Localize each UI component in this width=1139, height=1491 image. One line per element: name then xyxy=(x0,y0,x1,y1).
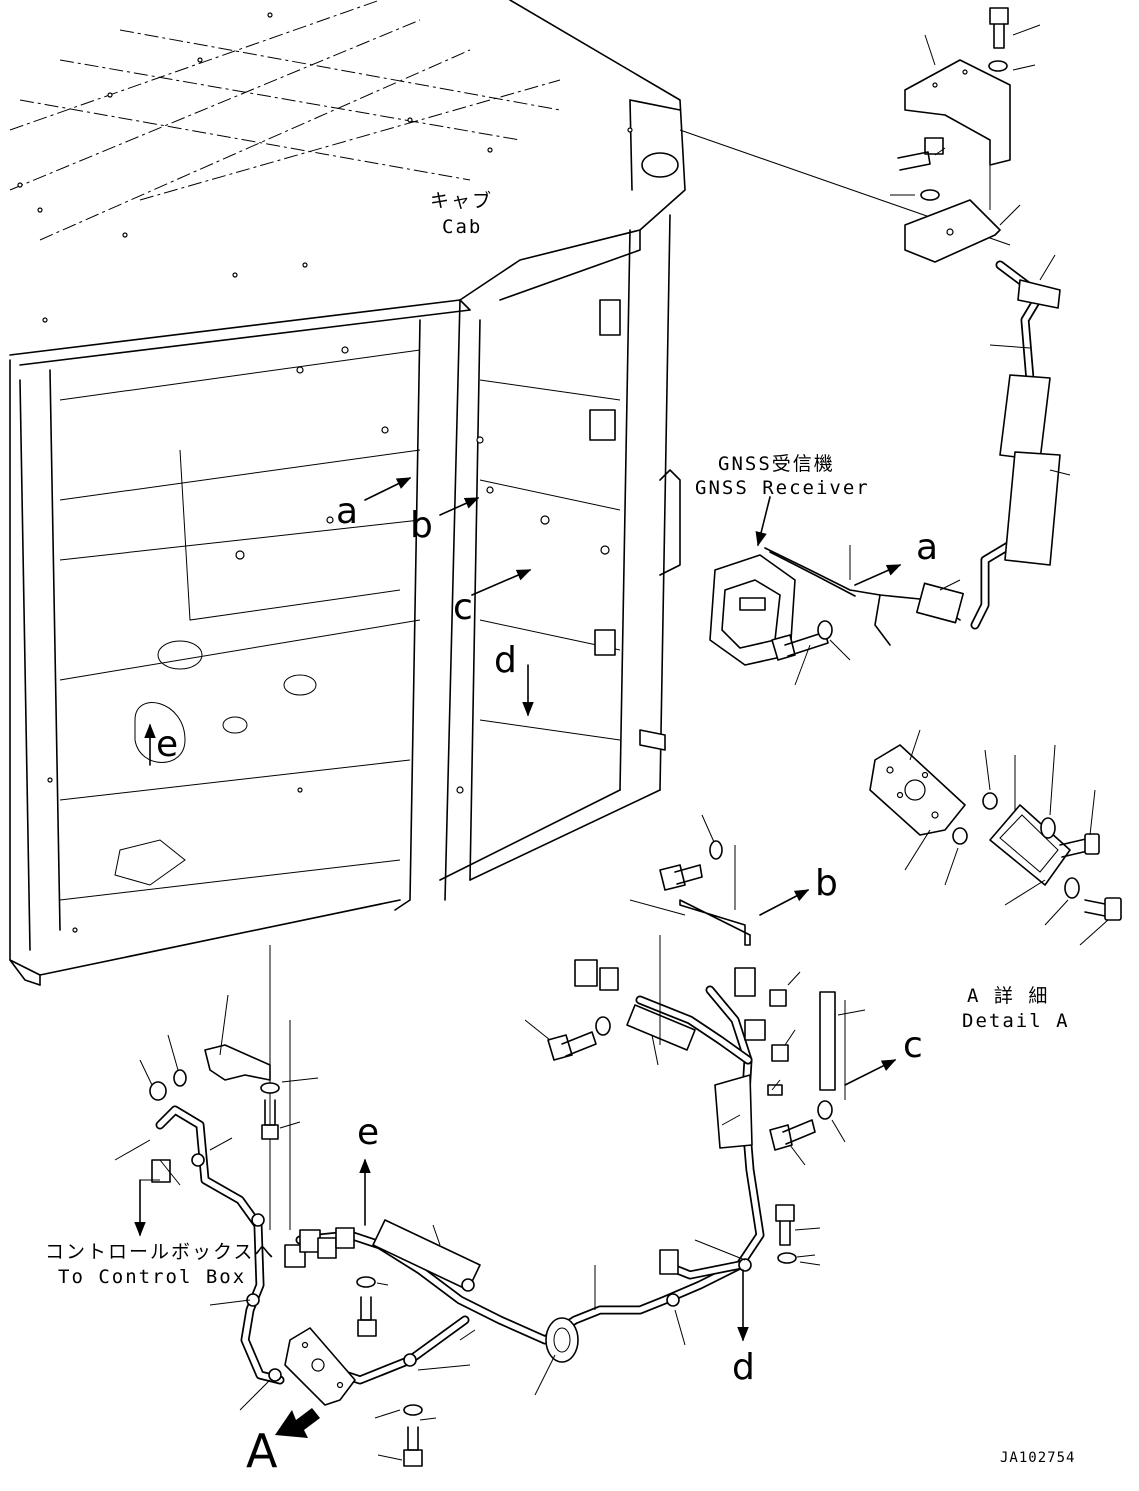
detail-a-label-jp: A 詳 細 xyxy=(967,985,1050,1007)
cab-label-en: Cab xyxy=(442,216,483,238)
ref-a-cab: a xyxy=(336,491,359,532)
ref-c-harness: c xyxy=(903,1025,923,1066)
ref-b-cab: b xyxy=(410,505,433,546)
detail-a-label-en: Detail A xyxy=(962,1010,1070,1032)
drawing-number: JA102754 xyxy=(1000,1450,1076,1466)
gnss-mount xyxy=(679,7,1071,686)
view-label-a: A xyxy=(246,1424,278,1478)
ref-d-harness: d xyxy=(732,1347,755,1388)
ref-a-gnss: a xyxy=(916,527,939,568)
control-box-label-en: To Control Box xyxy=(58,1266,247,1288)
view-arrow-a xyxy=(275,1408,320,1438)
ref-e-harness: e xyxy=(357,1112,380,1153)
ref-e-cab: e xyxy=(156,724,179,765)
ref-c-cab: c xyxy=(453,587,473,628)
reference-arrows xyxy=(134,477,902,1342)
gnss-label-en: GNSS Receiver xyxy=(695,477,870,499)
ref-d-cab: d xyxy=(494,640,517,681)
cab-holes xyxy=(17,12,633,933)
ref-b-harness: b xyxy=(815,863,838,904)
main-harness xyxy=(114,814,866,1467)
gnss-label-jp: GNSS受信機 xyxy=(718,453,835,475)
cab-structure xyxy=(9,0,686,1230)
detail-a-parts xyxy=(869,729,1122,946)
control-box-label-jp: コントロールボックスへ xyxy=(45,1241,276,1263)
cab-label-jp: キャブ xyxy=(430,190,494,212)
